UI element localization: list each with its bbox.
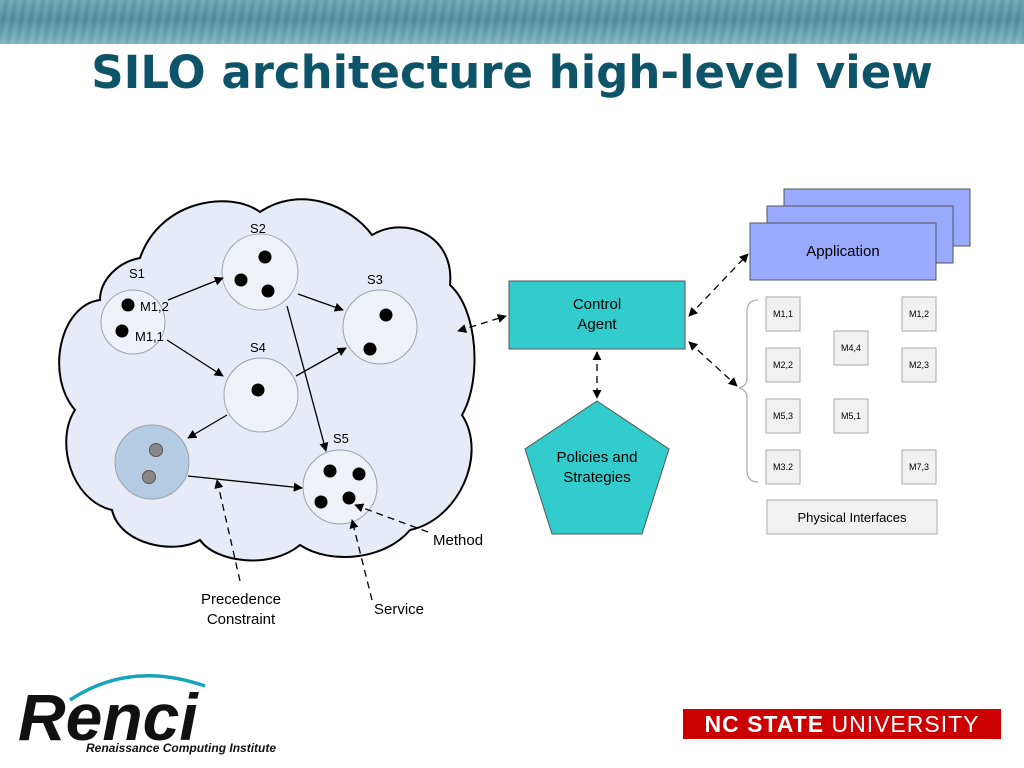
module-box-m22 bbox=[765, 347, 801, 383]
method-dot bbox=[142, 470, 156, 484]
control-agent-box bbox=[508, 280, 686, 350]
label-precedence-2: Constraint bbox=[207, 611, 276, 628]
arrow-precedence-pointer bbox=[214, 479, 241, 582]
service-s2 bbox=[221, 233, 299, 311]
module-label-m44: M4,4 bbox=[841, 343, 861, 353]
method-dot bbox=[323, 464, 337, 478]
link-agent-application bbox=[688, 253, 749, 317]
renci-logo-word: Renci bbox=[18, 680, 199, 754]
arrow-s1-s2 bbox=[167, 276, 224, 301]
renci-logo: Renci Renaissance Computing Institute bbox=[18, 674, 276, 755]
label-s5: S5 bbox=[333, 431, 349, 446]
application-label: Application bbox=[806, 243, 879, 260]
label-s3: S3 bbox=[367, 272, 383, 287]
page-title: SILO architecture high-level view bbox=[91, 46, 933, 99]
label-service: Service bbox=[374, 601, 424, 618]
policies-pentagon bbox=[524, 400, 670, 535]
method-dot bbox=[121, 298, 135, 312]
policies-line2: Strategies bbox=[563, 469, 631, 486]
method-dot bbox=[234, 273, 248, 287]
module-box-m51 bbox=[833, 398, 869, 434]
module-box-m12 bbox=[901, 296, 937, 332]
arrow-s4-s3 bbox=[295, 347, 347, 377]
physical-interfaces-box bbox=[766, 499, 938, 535]
link-cloud-agent bbox=[457, 314, 507, 333]
label-m11: M1,1 bbox=[135, 329, 164, 344]
link-agent-modules bbox=[688, 341, 738, 387]
arrow-s1-s4 bbox=[166, 339, 224, 377]
arrow-s2-s5 bbox=[286, 305, 329, 452]
module-label-m22: M2,2 bbox=[773, 360, 793, 370]
arrow-s2-s3 bbox=[297, 293, 344, 312]
module-box-m53 bbox=[765, 398, 801, 434]
label-s2: S2 bbox=[250, 221, 266, 236]
label-precedence-1: Precedence bbox=[201, 591, 281, 608]
module-label-m73: M7,3 bbox=[909, 462, 929, 472]
arrow-unnamed-s5 bbox=[187, 475, 303, 492]
header-banner-texture bbox=[0, 0, 1024, 44]
module-label-m11: M1,1 bbox=[773, 309, 793, 319]
module-label-m51: M5,1 bbox=[841, 411, 861, 421]
control-agent-line1: Control bbox=[573, 296, 621, 313]
module-box-m11 bbox=[765, 296, 801, 332]
module-brace bbox=[738, 299, 759, 483]
label-method: Method bbox=[433, 532, 483, 549]
module-box-m44 bbox=[833, 330, 869, 366]
module-label-m12: M1,2 bbox=[909, 309, 929, 319]
method-dot bbox=[342, 491, 356, 505]
service-s1 bbox=[100, 289, 166, 355]
method-dot bbox=[352, 467, 366, 481]
control-agent-line2: Agent bbox=[577, 316, 617, 333]
method-dot bbox=[258, 250, 272, 264]
arrow-method-pointer bbox=[354, 503, 429, 533]
arrow-service-pointer bbox=[349, 519, 373, 601]
application-box-front bbox=[749, 222, 937, 281]
method-dot bbox=[261, 284, 275, 298]
service-s5 bbox=[302, 449, 378, 525]
module-label-m23: M2,3 bbox=[909, 360, 929, 370]
service-s3 bbox=[342, 289, 418, 365]
method-dot bbox=[149, 443, 163, 457]
method-dot bbox=[363, 342, 377, 356]
module-box-m23 bbox=[901, 347, 937, 383]
module-label-m53: M5,3 bbox=[773, 411, 793, 421]
label-s1: S1 bbox=[129, 266, 145, 281]
header-banner bbox=[0, 0, 1024, 44]
method-dot bbox=[379, 308, 393, 322]
label-m12: M1,2 bbox=[140, 299, 169, 314]
module-box-m32 bbox=[765, 449, 801, 485]
ncsu-logo-rest: UNIVERSITY bbox=[831, 710, 980, 737]
policies-line1: Policies and bbox=[557, 449, 638, 466]
method-dot bbox=[115, 324, 129, 338]
service-unnamed bbox=[114, 424, 190, 500]
physical-interfaces-label: Physical Interfaces bbox=[797, 510, 907, 525]
ncsu-logo-bold: NC STATE bbox=[704, 710, 825, 737]
module-label-m32: M3.2 bbox=[773, 462, 793, 472]
arrow-s4-unnamed bbox=[187, 414, 228, 439]
ncsu-logo: NC STATE UNIVERSITY bbox=[683, 709, 1001, 739]
renci-logo-subtitle: Renaissance Computing Institute bbox=[86, 741, 276, 755]
module-box-m73 bbox=[901, 449, 937, 485]
method-dot bbox=[314, 495, 328, 509]
method-dot bbox=[251, 383, 265, 397]
label-s4: S4 bbox=[250, 340, 266, 355]
